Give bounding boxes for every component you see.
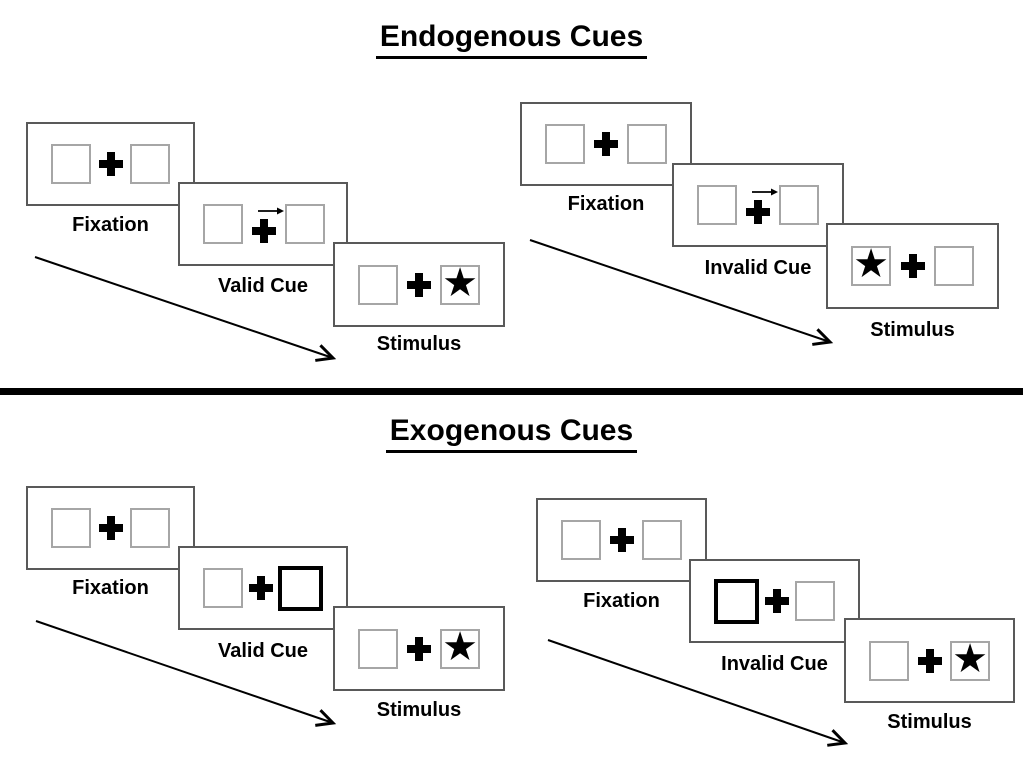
right-box (934, 246, 974, 286)
right-box-with-star: ★ (440, 259, 480, 306)
fixation-cross-icon (248, 576, 273, 600)
endogenous-valid-cue-label: Valid Cue (217, 275, 309, 297)
fixation-cross-icon (407, 272, 431, 297)
cue-arrow-right-icon (258, 207, 284, 214)
endogenous-title-text: Endogenous Cues (375, 20, 648, 59)
fixation-cross-icon (917, 648, 942, 673)
left-box (51, 508, 91, 548)
exogenous-invalid-stimulus-label: Stimulus (887, 711, 972, 733)
central-cue-stack (737, 187, 779, 224)
cue-highlight-box-left (714, 578, 759, 624)
exogenous-valid-fixation-panel (26, 486, 195, 570)
exogenous-valid-stimulus-panel: ★ (333, 606, 505, 691)
exogenous-invalid-cue-panel (689, 559, 860, 643)
right-box (642, 520, 682, 560)
left-box (203, 568, 243, 608)
left-box (869, 640, 909, 681)
right-box (627, 124, 667, 164)
cue-arrow-right-icon (752, 188, 778, 195)
right-box (130, 144, 170, 184)
exogenous-invalid-cue-label: Invalid Cue (721, 653, 828, 675)
right-box (795, 581, 835, 621)
endogenous-valid-stimulus-panel: ★ (333, 242, 505, 327)
fixation-cross-icon (98, 152, 123, 176)
sequence-timeline-arrow (34, 256, 337, 362)
star-stimulus-icon: ★ (952, 635, 988, 682)
left-box (545, 124, 585, 164)
exogenous-invalid-stimulus-panel: ★ (844, 618, 1015, 703)
left-box (561, 520, 601, 560)
central-cue-stack (243, 206, 285, 243)
exogenous-valid-fixation-label: Fixation (72, 577, 149, 599)
endogenous-invalid-fixation-label: Fixation (567, 193, 645, 215)
star-stimulus-icon: ★ (442, 623, 478, 670)
left-box (358, 628, 398, 669)
endogenous-invalid-stimulus-label: Stimulus (870, 319, 955, 341)
right-box-with-star: ★ (440, 623, 480, 670)
fixation-cross-icon (765, 589, 789, 613)
exogenous-valid-cue-label: Valid Cue (217, 640, 309, 662)
right-box (130, 508, 170, 548)
exogenous-title-text: Exogenous Cues (385, 414, 638, 453)
exogenous-invalid-fixation-panel (536, 498, 707, 582)
endogenous-valid-cue-panel (178, 182, 348, 266)
fixation-cross-icon (407, 636, 431, 661)
star-stimulus-icon: ★ (442, 259, 478, 306)
star-stimulus-icon: ★ (853, 241, 889, 287)
fixation-cross-icon (746, 199, 770, 224)
sequence-timeline-arrow (529, 239, 834, 346)
left-box (697, 185, 737, 225)
endogenous-section-title: Endogenous Cues (0, 20, 1023, 59)
sequence-timeline-arrow (547, 639, 849, 747)
endogenous-valid-fixation-panel (26, 122, 195, 206)
left-box (51, 144, 91, 184)
left-box (358, 264, 398, 305)
exogenous-valid-stimulus-label: Stimulus (376, 699, 462, 721)
fixation-cross-icon (252, 218, 276, 243)
cue-highlight-box-right (278, 565, 323, 611)
endogenous-valid-fixation-label: Fixation (72, 214, 149, 236)
fixation-cross-icon (900, 254, 925, 278)
sequence-timeline-arrow (35, 620, 337, 727)
endogenous-invalid-cue-panel (672, 163, 844, 247)
fixation-cross-icon (594, 132, 618, 156)
exogenous-section-title: Exogenous Cues (0, 414, 1023, 453)
fixation-cross-icon (98, 516, 123, 540)
right-box-with-star: ★ (950, 635, 990, 682)
right-box (285, 204, 325, 244)
endogenous-invalid-fixation-panel (520, 102, 692, 186)
left-box-with-star: ★ (851, 241, 891, 287)
endogenous-invalid-cue-label: Invalid Cue (704, 257, 812, 279)
exogenous-valid-cue-panel (178, 546, 348, 630)
exogenous-invalid-fixation-label: Fixation (583, 590, 660, 612)
section-divider (0, 388, 1023, 395)
endogenous-valid-stimulus-label: Stimulus (376, 333, 462, 355)
fixation-cross-icon (609, 528, 634, 552)
right-box (779, 185, 819, 225)
endogenous-invalid-stimulus-panel: ★ (826, 223, 999, 309)
left-box (203, 204, 243, 244)
